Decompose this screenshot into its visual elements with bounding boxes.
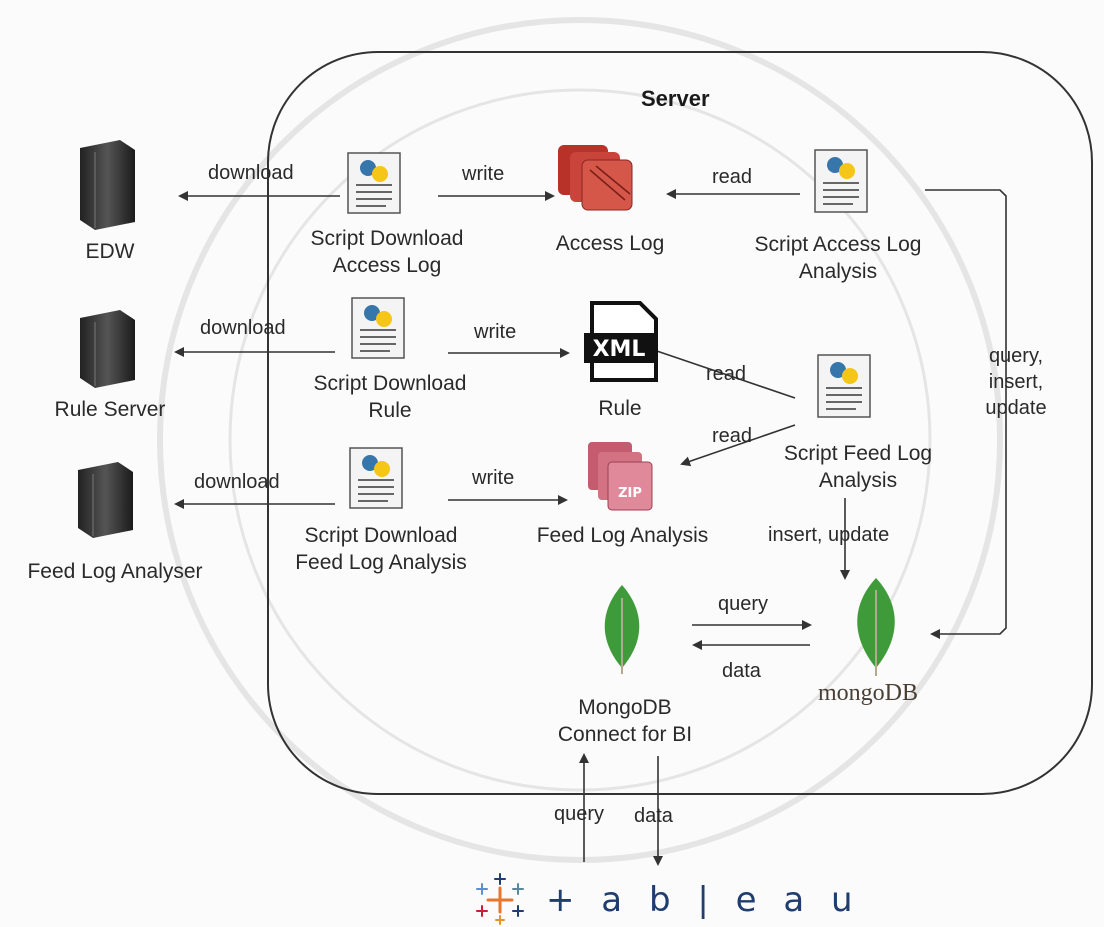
server-boundary — [267, 51, 1093, 795]
node-label-rule-server: Rule Server — [54, 398, 166, 421]
edge-label-query-insert-update-2: insert, — [988, 371, 1044, 393]
node-label-rule: Rule — [598, 397, 642, 420]
tableau-wordmark: + a b | e a u — [546, 880, 861, 920]
node-label-script-download-feed-1: Script Download — [304, 524, 458, 547]
node-label-script-download-feed-2: Feed Log Analysis — [295, 551, 467, 574]
mongodb-leaf-icon — [857, 578, 895, 676]
tableau-cross-icon — [476, 873, 524, 925]
python-script-icon-feed-analysis — [817, 354, 871, 418]
edge-label-query-insert-update-1: query, — [988, 345, 1044, 367]
watermark-seal — [157, 17, 1003, 863]
edge-label-data-tableau: data — [634, 805, 673, 827]
edge-label-download-3: download — [194, 471, 280, 493]
python-script-icon-download-access — [347, 152, 401, 214]
python-script-icon-download-feed — [349, 447, 403, 509]
edge-read-3 — [680, 424, 796, 467]
node-label-script-access-analysis-1: Script Access Log — [754, 233, 922, 256]
edge-query-insert-update — [925, 189, 1007, 639]
edge-label-data-mongo: data — [722, 660, 761, 682]
svg-text:XML: XML — [593, 337, 646, 362]
node-label-script-download-rule-2: Rule — [368, 399, 412, 422]
edge-label-write-3: write — [472, 467, 515, 489]
edge-label-query-tableau: query — [554, 803, 605, 825]
zip-archive-icon: ZIP — [588, 442, 653, 511]
python-script-icon-download-rule — [351, 297, 405, 359]
server-icon-feed-log-analyser — [78, 462, 133, 538]
node-label-mongodb-bi-1: MongoDB — [578, 696, 672, 719]
node-label-script-feed-analysis-2: Analysis — [818, 469, 898, 492]
svg-text:ZIP: ZIP — [618, 486, 642, 501]
server-title: Server — [641, 86, 710, 111]
edge-label-read-3: read — [712, 425, 753, 447]
edge-label-insert-update: insert, update — [768, 524, 890, 546]
node-label-edw: EDW — [85, 240, 135, 263]
node-label-script-download-rule-1: Script Download — [313, 372, 467, 395]
python-script-icon-access-analysis — [814, 149, 868, 213]
mongodb-leaf-icon-bi — [604, 585, 640, 674]
edge-label-query-mongo: query — [718, 593, 769, 615]
node-label-feed-log-analysis: Feed Log Analysis — [536, 524, 709, 547]
node-label-mongodb-bi-2: Connect for BI — [557, 723, 693, 746]
node-label-access-log: Access Log — [555, 232, 665, 255]
node-label-script-feed-analysis-1: Script Feed Log — [783, 442, 933, 465]
gz-archive-icon — [558, 145, 633, 211]
node-label-script-access-analysis-2: Analysis — [798, 260, 878, 283]
edge-label-download-2: download — [200, 317, 286, 339]
edge-label-query-insert-update-3: update — [985, 397, 1047, 419]
edge-read-2 — [646, 345, 796, 399]
node-label-script-download-access-2: Access Log — [332, 254, 442, 277]
server-icon-rule-server — [80, 310, 135, 388]
xml-file-icon: XML — [584, 301, 658, 382]
server-icon-edw — [80, 140, 135, 230]
mongodb-wordmark: mongoDB — [818, 680, 919, 706]
edge-label-read-1: read — [712, 166, 753, 188]
node-label-script-download-access-1: Script Download — [310, 227, 464, 250]
edge-label-write-1: write — [462, 163, 505, 185]
edge-label-download-1: download — [208, 162, 294, 184]
node-label-feed-log-analyser: Feed Log Analyser — [27, 560, 203, 583]
edge-label-read-2: read — [706, 363, 747, 385]
edge-label-write-2: write — [474, 321, 517, 343]
